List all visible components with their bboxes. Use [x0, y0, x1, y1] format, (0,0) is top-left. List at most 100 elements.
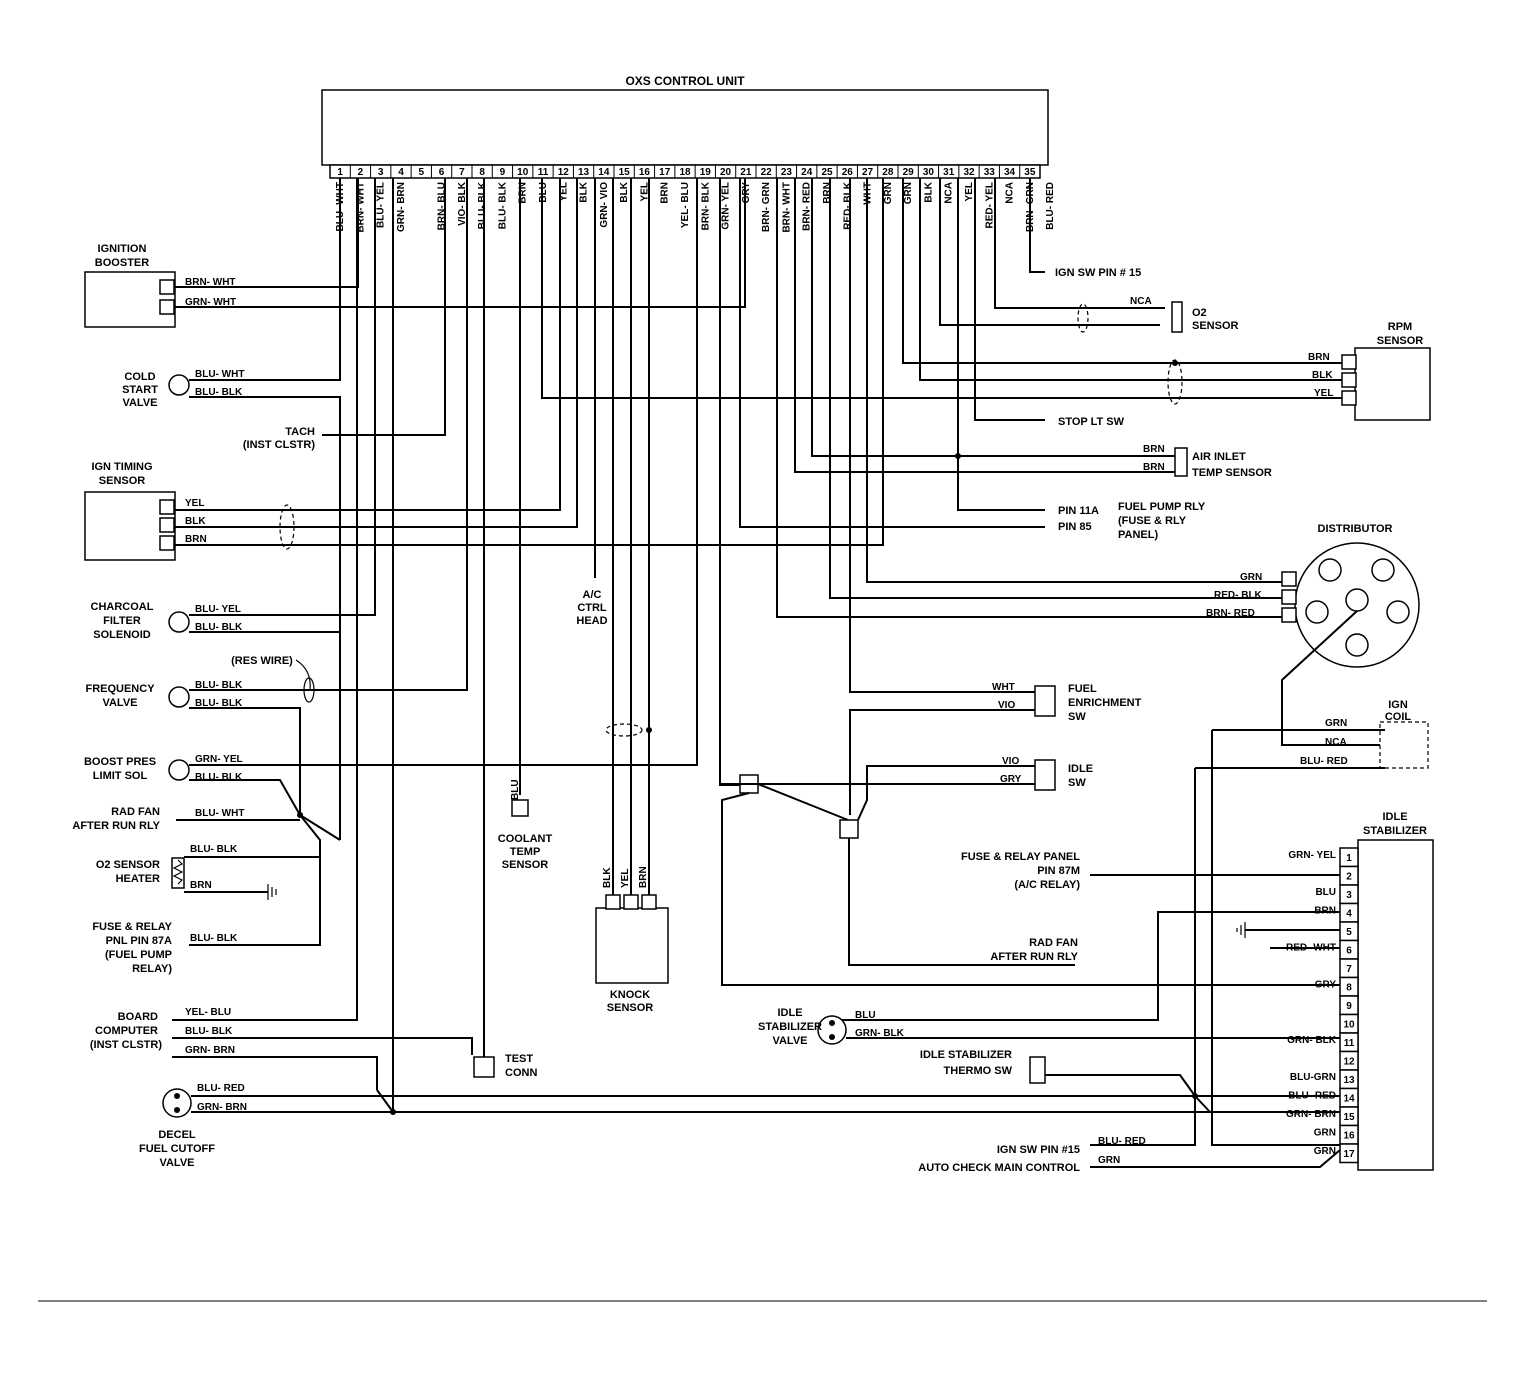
ignition-booster-label-1: IGNITION: [98, 243, 147, 255]
rpm-wire-1: BRN: [1308, 352, 1330, 363]
ac-ctrl-label-2: CTRL: [577, 602, 607, 614]
board-wire-3: GRN- BRN: [185, 1045, 235, 1056]
control-unit-wire-color: RED- BLK: [842, 181, 853, 230]
idle-stab-pin-7: 7: [1346, 964, 1352, 975]
idle-stab-pin-9: 9: [1346, 1001, 1352, 1012]
board-label-1: BOARD: [118, 1011, 158, 1023]
auto-check-wire: GRN: [1098, 1155, 1120, 1166]
fuse-87m-label-3: (A/C RELAY): [1014, 879, 1080, 891]
test-conn-label-1: TEST: [505, 1053, 533, 1065]
rpm-wire-3: YEL: [1314, 388, 1333, 399]
decel-label-1: DECEL: [158, 1129, 196, 1141]
control-unit-box: [321, 89, 1049, 166]
rad-fan-left-wire: BLU- WHT: [195, 808, 244, 819]
idle-stab-pin-4: 4: [1346, 909, 1352, 920]
coolant-label-2: TEMP: [510, 846, 541, 858]
cold-start-wire-2: BLU- BLK: [195, 387, 243, 398]
cold-start-wire-1: BLU- WHT: [195, 369, 244, 380]
ignition-booster-wire-1: BRN- WHT: [185, 277, 236, 288]
distributor-wire-1: GRN: [1240, 572, 1262, 583]
control-unit-pin-33: 33: [984, 167, 996, 178]
control-unit-pin-20: 20: [720, 167, 732, 178]
ign-sw-15-label: IGN SW PIN # 15: [1055, 267, 1141, 279]
cold-start-valve-symbol: [168, 374, 190, 396]
control-unit-wire-color: BLU- RED: [1045, 182, 1056, 230]
ign-coil-label-1: IGN: [1388, 699, 1408, 711]
ign-timing-label-1: IGN TIMING: [91, 461, 152, 473]
rad-fan-left-label-2: AFTER RUN RLY: [72, 820, 160, 832]
idle-stabilizer-box: [1357, 839, 1434, 1171]
ign-timing-wire-3: BRN: [185, 534, 207, 545]
frequency-label-1: FREQUENCY: [85, 683, 155, 695]
charcoal-wire-1: BLU- YEL: [195, 604, 241, 615]
idle-stab-wire-label: GRN- YEL: [1288, 850, 1336, 861]
control-unit-wire-color: BRN: [518, 182, 529, 204]
rad-fan-left-label-1: RAD FAN: [111, 806, 160, 818]
idle-stab-pin-3: 3: [1346, 890, 1352, 901]
control-unit-pin-25: 25: [821, 167, 833, 178]
o2-heater-label-2: HEATER: [116, 873, 160, 885]
control-unit-wire-color: GRN- YEL: [721, 182, 732, 230]
ign-coil-wire-3: BLU- RED: [1300, 756, 1348, 767]
idle-stab-pin-10: 10: [1343, 1020, 1355, 1031]
control-unit-title: OXS CONTROL UNIT: [625, 74, 745, 88]
knock-wire-3: BRN: [638, 866, 649, 888]
idle-stab-wire-label: BLU-GRN: [1290, 1072, 1336, 1083]
control-unit-pin-35: 35: [1024, 167, 1036, 178]
idle-stab-pin-15: 15: [1343, 1112, 1355, 1123]
control-unit-pin-10: 10: [517, 167, 529, 178]
ign-timing-wire-1: YEL: [185, 498, 204, 509]
control-unit-wire-color: BRN- WHT: [355, 182, 366, 233]
control-unit-pin-18: 18: [679, 167, 691, 178]
ign-sw-bottom-wire: BLU- RED: [1098, 1136, 1146, 1147]
fuel-enrich-wire-1: WHT: [992, 682, 1015, 693]
distributor-wire-3: BRN- RED: [1206, 608, 1255, 619]
idle-sw-label-1: IDLE: [1068, 763, 1093, 775]
stop-lt-label: STOP LT SW: [1058, 416, 1125, 428]
control-unit-wire-color: YEL: [558, 182, 569, 201]
control-unit-wire-color: BRN: [660, 182, 671, 204]
control-unit-wire-color: GRN- BRN: [396, 182, 407, 232]
fuse-87a-label-4: RELAY): [132, 963, 172, 975]
charcoal-label-3: SOLENOID: [93, 629, 151, 641]
ign-coil-wire-2: NCA: [1325, 737, 1347, 748]
ac-ctrl-label-3: HEAD: [576, 615, 607, 627]
idle-stab-pin-2: 2: [1346, 872, 1352, 883]
ign-timing-label-2: SENSOR: [99, 475, 146, 487]
control-unit-pin-14: 14: [598, 167, 610, 178]
ignition-booster-wire-2: GRN- WHT: [185, 297, 236, 308]
control-unit-pin-2: 2: [358, 167, 364, 178]
idle-stab-wire-label: GRN- BLK: [1287, 1035, 1337, 1046]
ign-coil-label-2: COIL: [1385, 711, 1412, 723]
control-unit-wire-color: GRN: [883, 182, 894, 204]
coolant-label-1: COOLANT: [498, 833, 553, 845]
control-unit-pin-19: 19: [700, 167, 712, 178]
idle-stabilizer-valve-symbol: [817, 1015, 847, 1045]
board-label-2: COMPUTER: [95, 1025, 158, 1037]
cold-start-label-3: VALVE: [122, 397, 157, 409]
res-wire-label: (RES WIRE): [231, 655, 293, 667]
distributor-label: DISTRIBUTOR: [1318, 523, 1393, 535]
idle-stab-pin-8: 8: [1346, 983, 1352, 994]
fuel-pump-label-3: PANEL): [1118, 529, 1158, 541]
control-unit-wire-color: BLU: [538, 182, 549, 203]
tach-label-2: (INST CLSTR): [243, 439, 315, 451]
tach-label-1: TACH: [285, 426, 315, 438]
control-unit-wire-color: BLU- YEL: [376, 182, 387, 228]
ign-timing-wire-2: BLK: [185, 516, 206, 527]
fuse-87a-label-2: PNL PIN 87A: [106, 935, 172, 947]
fuel-enrich-label-3: SW: [1068, 711, 1086, 723]
control-unit-wire-color: GRN: [903, 182, 914, 204]
idle-stab-pin-6: 6: [1346, 946, 1352, 957]
control-unit-wire-color: BLU- BLK: [497, 181, 508, 229]
control-unit-pin-6: 6: [439, 167, 445, 178]
air-inlet-wire-1: BRN: [1143, 444, 1165, 455]
control-unit-wire-color: BLK: [619, 181, 630, 202]
rpm-label-1: RPM: [1388, 321, 1412, 333]
control-unit-pin-29: 29: [903, 167, 915, 178]
rpm-sensor-box: [1354, 347, 1431, 421]
fuel-pump-label-1: FUEL PUMP RLY: [1118, 501, 1206, 513]
fuel-enrich-label-1: FUEL: [1068, 683, 1097, 695]
decel-wire-2: GRN- BRN: [197, 1102, 247, 1113]
